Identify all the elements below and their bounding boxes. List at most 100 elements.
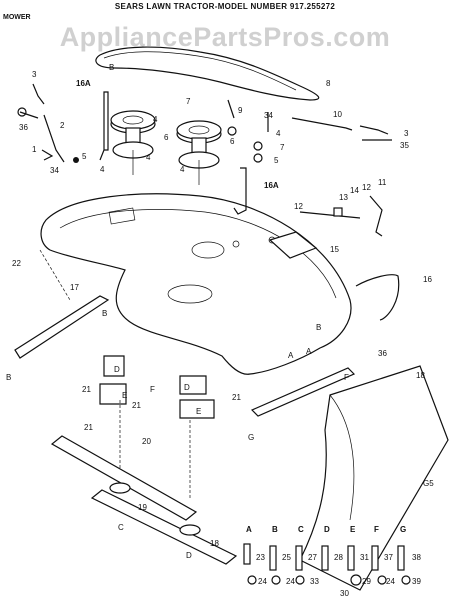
letter-B-link: B [102,309,107,318]
letter-D-bottom: D [186,551,192,560]
callout-2: 2 [60,121,65,130]
hw-nut-29: 29 [362,577,371,586]
callout-12a: 12 [362,183,371,192]
callout-12b: 12 [294,202,303,211]
clip-3[interactable] [359,125,389,135]
callout-36a: 36 [19,123,28,132]
figure-code: G5 [423,479,434,488]
hw-nut-39: 39 [412,577,421,586]
blade-washer-18[interactable] [179,524,201,536]
letter-B-top: B [109,63,114,72]
blade-adapter-center[interactable] [179,375,215,419]
rod-16[interactable] [355,274,400,321]
callout-19: 19 [138,503,147,512]
letter-B-left: B [6,373,11,382]
washer-36[interactable] [17,107,27,117]
letter-F-2: F [150,385,155,394]
hardware-key [243,543,411,586]
callout-6b: 6 [230,137,235,146]
mower-deck[interactable] [40,193,352,375]
letter-D-2: D [184,383,190,392]
callout-35: 35 [400,141,409,150]
callout-4b: 4 [146,153,151,162]
callout-21c: 21 [232,393,241,402]
callout-1: 1 [32,145,37,154]
callout-21b: 21 [132,401,141,410]
letter-E-1: E [122,391,127,400]
callout-7a: 7 [186,97,191,106]
link-17[interactable] [14,295,110,359]
callout-34b: 34 [264,111,273,120]
link-36-right[interactable] [250,367,356,417]
hw-letter-E: E [350,525,356,534]
hw-bolt-31: 31 [360,553,369,562]
pin-1[interactable] [41,149,54,161]
link-2[interactable] [43,114,65,163]
callout-5b: 5 [274,156,279,165]
hw-nut-33: 33 [310,577,319,586]
callout-16A-1: 16A [76,79,91,88]
callout-22: 22 [12,259,21,268]
nut-34[interactable] [73,157,79,163]
callout-11: 11 [378,178,387,187]
hw-nut-24c: 24 [386,577,395,586]
hw-letter-D: D [324,525,330,534]
blade-left[interactable] [50,435,198,521]
rod-12[interactable] [299,211,361,219]
callout-10: 10 [333,110,342,119]
letter-E-2: E [196,407,201,416]
blade-washer-19[interactable] [109,482,131,494]
right-spindle-pulley[interactable] [176,120,222,185]
hw-letter-G: G [400,525,406,534]
callout-14: 14 [350,186,359,195]
hw-nut-24a: 24 [258,577,267,586]
callout-15: 15 [330,245,339,254]
spring-11[interactable] [369,195,383,237]
section-label: MOWER [3,14,31,21]
callout-13: 13 [339,193,348,202]
letter-D-1: D [114,365,120,374]
callout-34a: 34 [50,166,59,175]
callout-9: 9 [238,106,243,115]
hw-letter-F: F [374,525,379,534]
letter-C: C [118,523,124,532]
hw-bolt-28: 28 [334,553,343,562]
rod-10[interactable] [291,117,353,131]
hw-letter-C: C [298,525,304,534]
letter-G: G [248,433,254,442]
discharge-chute[interactable] [299,365,449,591]
letter-A-2: A [306,347,312,356]
belt[interactable] [95,46,320,101]
callout-3b: 3 [404,129,409,138]
hw-bolt-27: 27 [308,553,317,562]
watermark: AppliancePartsPros.com [59,22,391,52]
hw-letter-B: B [272,525,278,534]
callout-16: 16 [423,275,432,284]
callout-18a: 18 [416,371,425,380]
callout-4a: 4 [100,165,105,174]
callout-7b: 7 [280,143,285,152]
right-hanger-bracket[interactable] [233,167,247,215]
letter-A-1: A [288,351,294,360]
callout-17: 17 [70,283,79,292]
diagram-title: SEARS LAWN TRACTOR-MODEL NUMBER 917.2552… [114,2,336,11]
callout-21d: 21 [84,423,93,432]
callout-3a: 3 [32,70,37,79]
callout-4e: 4 [180,165,185,174]
callout-21a: 21 [82,385,91,394]
callout-5a: 5 [82,152,87,161]
left-spindle-pulley[interactable] [110,110,156,175]
callout-4d: 4 [276,129,281,138]
blade-adapter-left[interactable] [99,355,127,405]
hw-bolt-25: 25 [282,553,291,562]
nut-4[interactable] [227,126,237,136]
bracket-13[interactable] [333,207,343,217]
plate-15[interactable] [268,231,318,259]
spring-3[interactable] [32,83,45,105]
letter-B-right: B [316,323,321,332]
callout-16A-2: 16A [264,181,279,190]
callout-20: 20 [142,437,151,446]
left-hanger-bracket[interactable] [99,91,109,161]
